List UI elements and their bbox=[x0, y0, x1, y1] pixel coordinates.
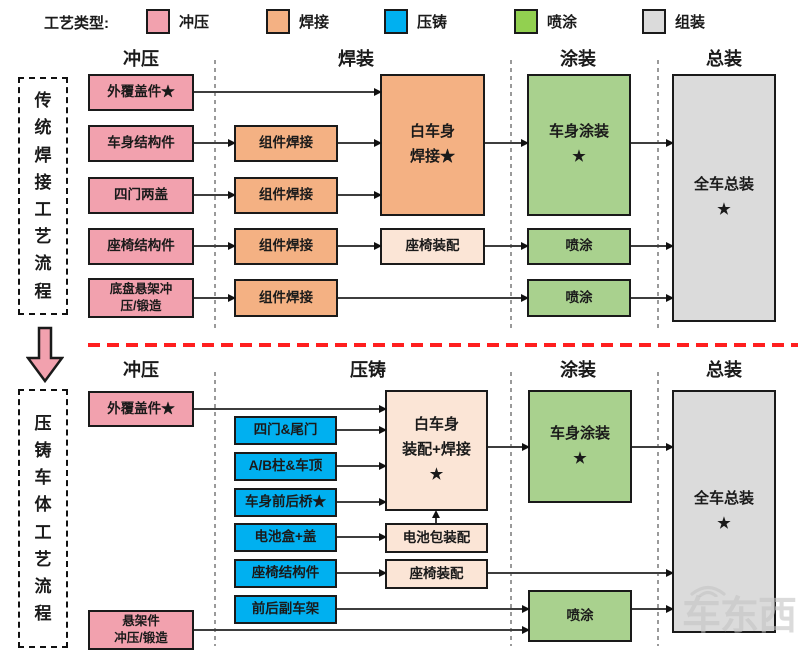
column-separator bbox=[510, 60, 512, 332]
top-header-welding: 焊装 bbox=[338, 49, 374, 69]
flow-arrow bbox=[488, 443, 530, 451]
node-front-rear-subframe: 前后副车架 bbox=[234, 595, 337, 624]
column-separator bbox=[510, 372, 512, 646]
flow-transition-arrow bbox=[26, 326, 64, 384]
node-component-welding: 组件焊接 bbox=[234, 125, 338, 162]
flow-arrow bbox=[631, 294, 674, 302]
column-separator bbox=[657, 60, 659, 332]
flow-arrow-up bbox=[432, 510, 440, 523]
legend-label: 喷涂 bbox=[547, 14, 578, 31]
node-battery-pack-assembly: 电池包装配 bbox=[385, 523, 488, 553]
top-flow-side-label: 传统焊接工艺流程 bbox=[34, 91, 52, 301]
bottom-header-casting: 压铸 bbox=[350, 360, 386, 380]
bottom-flow-side-label-box: 压铸车体工艺流程 bbox=[18, 389, 68, 648]
node-spray: 喷涂 bbox=[527, 228, 631, 265]
legend-title: 工艺类型: bbox=[44, 15, 109, 32]
flow-arrow bbox=[338, 294, 529, 302]
legend-label: 冲压 bbox=[179, 14, 210, 31]
flow-arrow bbox=[485, 139, 529, 147]
node-component-welding: 组件焊接 bbox=[234, 177, 338, 214]
top-header-painting: 涂装 bbox=[560, 49, 596, 69]
node-body-painting: 车身涂装 ★ bbox=[528, 390, 632, 503]
column-separator bbox=[214, 372, 216, 646]
flow-arrow bbox=[194, 242, 236, 250]
flow-arrow bbox=[337, 533, 387, 541]
legend-item-spray: 喷涂 bbox=[514, 9, 577, 34]
top-header-assembly: 总装 bbox=[706, 49, 742, 69]
legend-label: 组装 bbox=[675, 14, 706, 31]
node-suspension-stamping: 悬架件 冲压/锻造 bbox=[88, 610, 194, 650]
casting-color-swatch bbox=[384, 9, 408, 34]
section-divider bbox=[88, 343, 798, 347]
flow-arrow bbox=[338, 191, 382, 199]
node-seat-assembly: 座椅装配 bbox=[385, 559, 488, 589]
node-spray: 喷涂 bbox=[527, 279, 631, 317]
node-final-assembly: 全车总装 ★ bbox=[672, 390, 776, 633]
node-four-doors-tailgate: 四门&尾门 bbox=[234, 416, 337, 445]
node-battery-box-cover: 电池盒+盖 bbox=[234, 523, 337, 552]
node-seat-structure: 座椅结构件 bbox=[88, 228, 194, 265]
flow-arrow bbox=[194, 405, 387, 413]
top-header-stamping: 冲压 bbox=[123, 49, 159, 69]
node-seat-structure: 座椅结构件 bbox=[234, 559, 337, 588]
flow-arrow bbox=[194, 88, 382, 96]
bottom-header-assembly: 总装 bbox=[706, 360, 742, 380]
column-separator bbox=[214, 60, 216, 332]
flow-arrow bbox=[194, 294, 236, 302]
stamping-color-swatch bbox=[146, 9, 170, 34]
legend-item-assembly: 组装 bbox=[642, 9, 705, 34]
node-body-painting: 车身涂装 ★ bbox=[527, 74, 631, 216]
spray-color-swatch bbox=[514, 9, 538, 34]
node-chassis-suspension: 底盘悬架冲 压/锻造 bbox=[88, 278, 194, 318]
flow-arrow bbox=[337, 498, 387, 506]
node-outer-panels: 外覆盖件★ bbox=[88, 391, 194, 427]
node-ab-pillars-roof: A/B柱&车顶 bbox=[234, 452, 337, 481]
node-component-welding: 组件焊接 bbox=[234, 279, 338, 317]
flow-arrow bbox=[631, 139, 674, 147]
bottom-header-stamping: 冲压 bbox=[123, 360, 159, 380]
node-body-front-rear-axle: 车身前后桥★ bbox=[234, 488, 337, 517]
node-spray: 喷涂 bbox=[528, 590, 632, 642]
bottom-flow-side-label: 压铸车体工艺流程 bbox=[34, 413, 52, 624]
flow-arrow bbox=[631, 242, 674, 250]
flow-arrow bbox=[337, 605, 530, 613]
flow-arrow bbox=[485, 242, 529, 250]
flow-arrow bbox=[338, 242, 382, 250]
welding-color-swatch bbox=[266, 9, 290, 34]
legend-item-welding: 焊接 bbox=[266, 9, 329, 34]
top-flow-side-label-box: 传统焊接工艺流程 bbox=[18, 77, 68, 315]
assembly-color-swatch bbox=[642, 9, 666, 34]
node-component-welding: 组件焊接 bbox=[234, 228, 338, 265]
legend-label: 焊接 bbox=[299, 14, 330, 31]
column-separator bbox=[657, 372, 659, 646]
node-final-assembly: 全车总装 ★ bbox=[672, 74, 776, 322]
flow-arrow bbox=[194, 626, 530, 634]
node-outer-panels: 外覆盖件★ bbox=[88, 74, 194, 111]
node-biw-assembly-welding: 白车身 装配+焊接 ★ bbox=[385, 390, 488, 511]
flow-arrow bbox=[194, 139, 236, 147]
legend-item-casting: 压铸 bbox=[384, 9, 447, 34]
flow-arrow bbox=[632, 605, 674, 613]
flow-arrow bbox=[632, 443, 674, 451]
flow-arrow bbox=[488, 569, 674, 577]
flow-arrow bbox=[194, 191, 236, 199]
node-seat-assembly: 座椅装配 bbox=[380, 228, 485, 265]
flow-arrow bbox=[337, 569, 387, 577]
node-biw-welding: 白车身 焊接★ bbox=[380, 74, 485, 216]
flow-arrow bbox=[338, 139, 382, 147]
flow-arrow bbox=[337, 426, 387, 434]
legend-label: 压铸 bbox=[417, 14, 448, 31]
node-body-structure: 车身结构件 bbox=[88, 125, 194, 162]
bottom-header-painting: 涂装 bbox=[560, 360, 596, 380]
node-four-doors-two-lids: 四门两盖 bbox=[88, 177, 194, 214]
legend-item-stamping: 冲压 bbox=[146, 9, 209, 34]
flow-arrow bbox=[337, 462, 387, 470]
